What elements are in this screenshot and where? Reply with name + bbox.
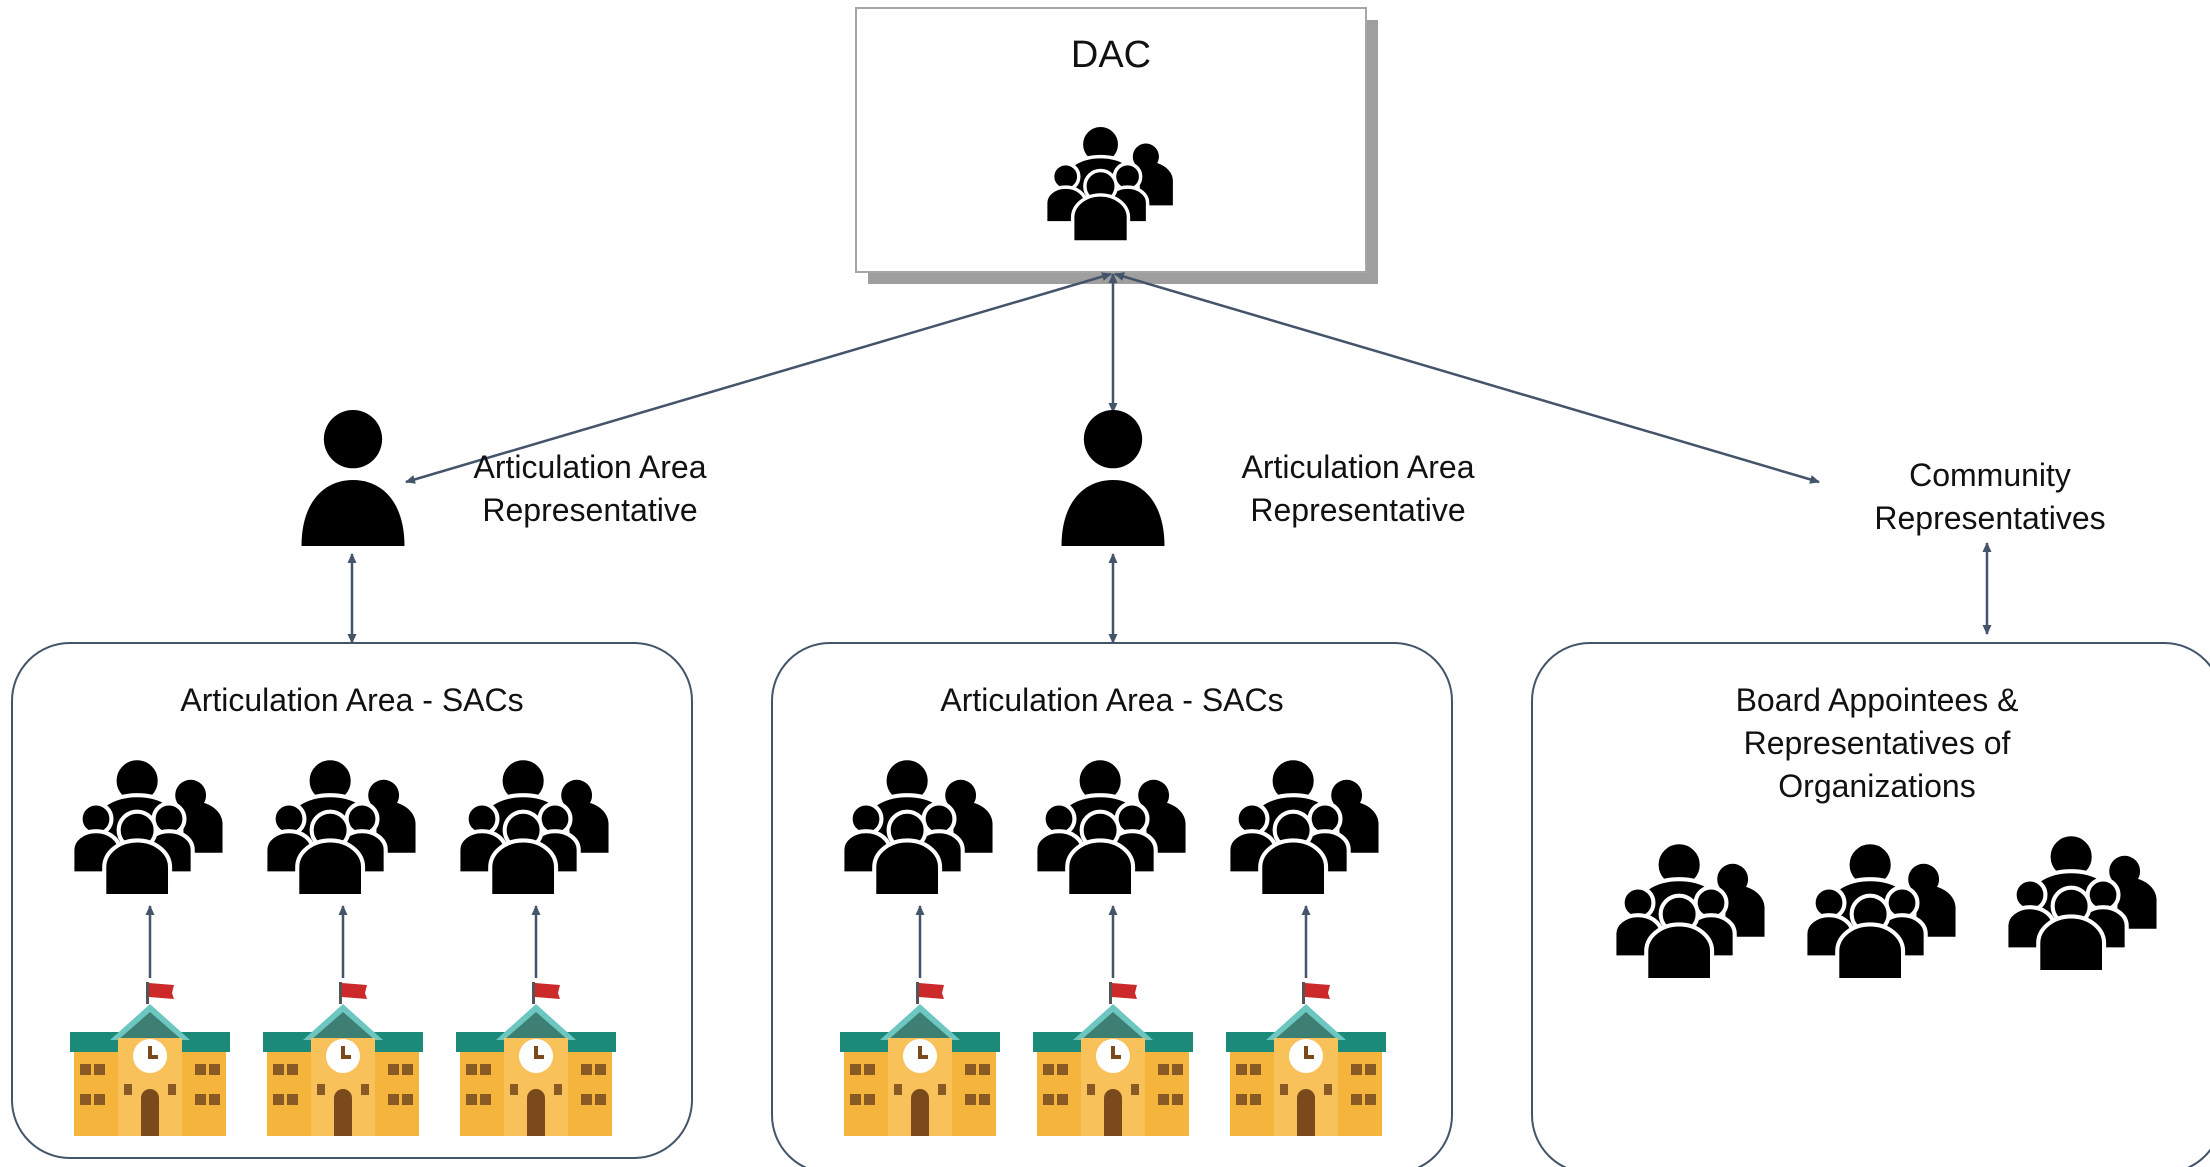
articulation-rep-label-2: Articulation Area Representative bbox=[1241, 449, 1475, 528]
person-icon bbox=[301, 410, 405, 546]
community-rep-label: Community Representatives bbox=[1874, 457, 2106, 536]
person-icon bbox=[1061, 410, 1165, 546]
board-appointees-groups bbox=[1614, 834, 2156, 980]
box-title-2: Articulation Area - SACs bbox=[940, 682, 1284, 718]
box-title-3: Board Appointees & Representatives of Or… bbox=[1735, 682, 2019, 804]
connector-dac-rep-1 bbox=[405, 272, 1112, 484]
sac-group-box-2 bbox=[840, 758, 1386, 1136]
sac-group-box-1 bbox=[70, 758, 616, 1136]
dac-title: DAC bbox=[1070, 34, 1152, 76]
connector-dac-community bbox=[1114, 272, 1820, 484]
box-title-1: Articulation Area - SACs bbox=[180, 682, 524, 718]
articulation-rep-label-1: Articulation Area Representative bbox=[473, 449, 707, 528]
